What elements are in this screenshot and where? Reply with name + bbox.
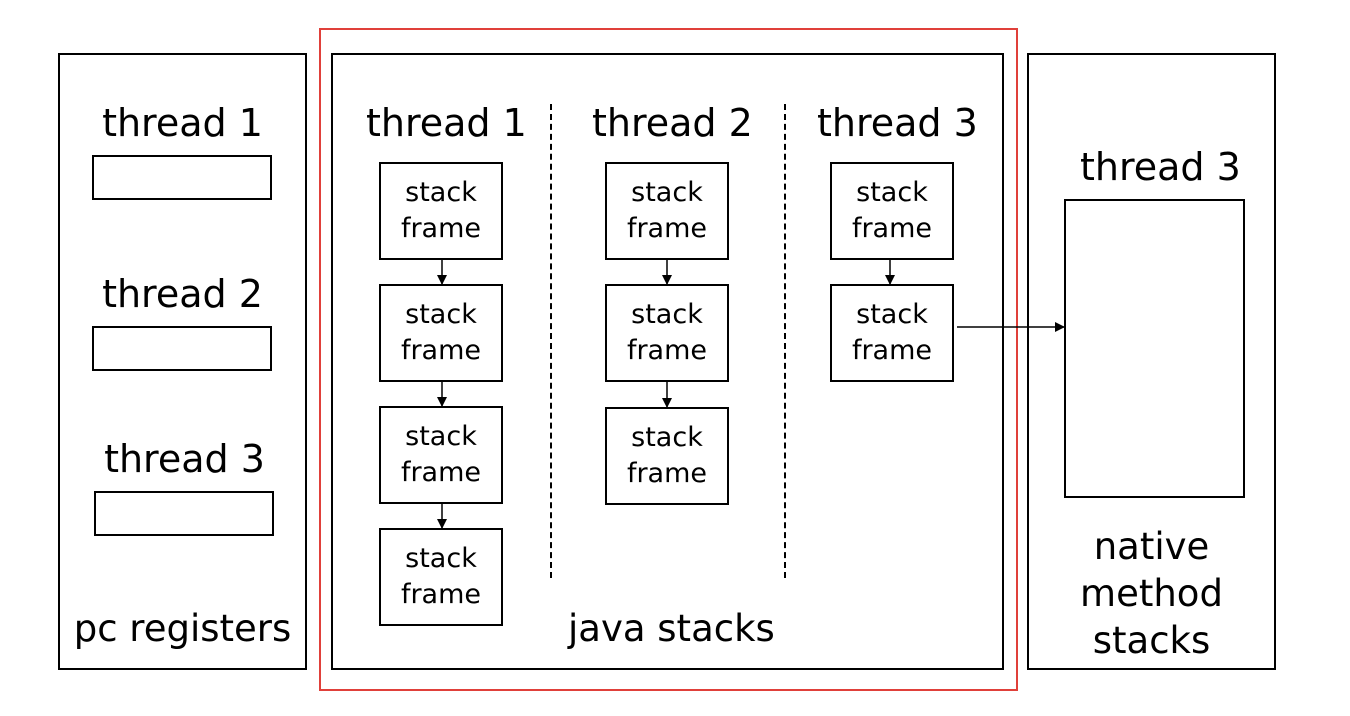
pc-register-box-thread-2 bbox=[92, 326, 272, 371]
stack-frame: stack frame bbox=[605, 407, 729, 505]
java-stack-thread-2-title: thread 2 bbox=[592, 101, 753, 145]
column-divider-2 bbox=[784, 104, 786, 578]
pc-register-box-thread-3 bbox=[94, 491, 274, 536]
pc-thread-2-label: thread 2 bbox=[102, 272, 263, 316]
stack-frame: stack frame bbox=[830, 284, 954, 382]
java-stacks-highlight bbox=[319, 28, 1018, 691]
pc-thread-1-label: thread 1 bbox=[102, 101, 263, 145]
stack-frame: stack frame bbox=[379, 528, 503, 626]
java-stacks-label: java stacks bbox=[568, 607, 775, 650]
native-method-stacks-label-line-1: native bbox=[1093, 525, 1210, 568]
pc-register-box-thread-1 bbox=[92, 155, 272, 200]
column-divider-1 bbox=[550, 104, 552, 578]
stack-frame: stack frame bbox=[830, 162, 954, 260]
stack-frame: stack frame bbox=[605, 162, 729, 260]
java-stack-thread-3-title: thread 3 bbox=[817, 101, 978, 145]
native-thread-3-label: thread 3 bbox=[1080, 145, 1241, 189]
native-method-stacks-label-line-3: stacks bbox=[1092, 619, 1211, 662]
stack-frame: stack frame bbox=[379, 284, 503, 382]
stack-frame: stack frame bbox=[379, 406, 503, 504]
stack-frame: stack frame bbox=[605, 284, 729, 382]
java-stack-thread-1-title: thread 1 bbox=[366, 101, 527, 145]
stack-frame: stack frame bbox=[379, 162, 503, 260]
native-method-stacks-label-line-2: method bbox=[1080, 572, 1223, 615]
pc-registers-label: pc registers bbox=[73, 607, 292, 650]
native-stack-box-thread-3 bbox=[1064, 199, 1245, 498]
pc-thread-3-label: thread 3 bbox=[104, 437, 265, 481]
